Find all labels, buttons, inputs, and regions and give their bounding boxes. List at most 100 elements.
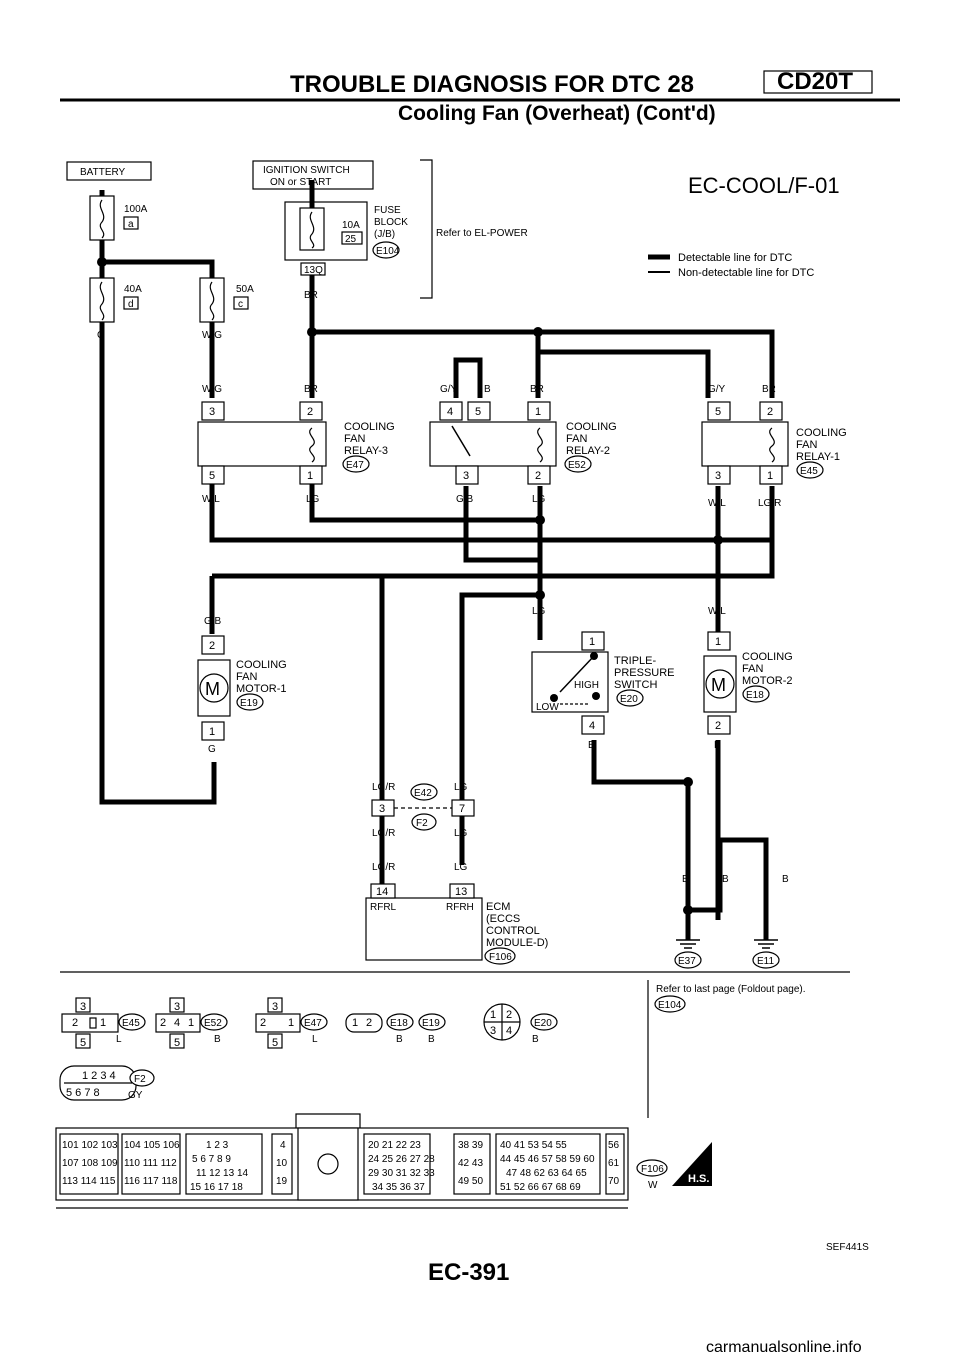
svg-text:3: 3 [80,1001,86,1013]
joint-conn-f2: F2 [416,818,428,829]
cooling-fan-relay-3: 3 2 5 1 COOLING FAN RELAY-3 E47 [197,401,395,485]
relay1-pin-5: 5 [715,406,721,418]
wire-lgr: LG/R [372,828,395,839]
wire-b: B [588,740,595,751]
fuse-symbol [309,211,315,249]
relay3-pin-1: 1 [307,470,313,482]
wire-b: B [722,874,729,885]
fuse-block-line2: BLOCK [374,217,408,228]
fuse-10a-label: 10A [342,220,360,231]
wire-lg: LG [454,782,468,793]
svg-text:51 52 66 67 68 69: 51 52 66 67 68 69 [500,1182,581,1193]
fusible-link-50a [199,277,225,323]
motor1-pin-2: 2 [209,640,215,652]
ground-e11: E11 [757,956,774,967]
ecm-pin-14: 14 [376,886,388,898]
fuse-symbol [99,199,105,239]
relay3-name-3: RELAY-3 [344,445,388,457]
connector-face-views: 2 3 5 1 E45 L 2 3 4 1 5 E52 B 2 3 5 1 E4… [59,984,806,1101]
wire-wl: W/L [202,494,220,505]
svg-text:20 21 22 23: 20 21 22 23 [368,1140,421,1151]
relay2-pin-4: 4 [447,406,453,418]
conn-view-e52-color: B [214,1034,221,1045]
svg-text:1 2 3 4: 1 2 3 4 [82,1070,116,1082]
svg-text:104 105 106: 104 105 106 [124,1140,180,1151]
conn-view-f106-color: W [648,1180,658,1191]
svg-text:M: M [711,675,726,695]
relay-coil [769,427,775,463]
switch-name-2: PRESSURE [614,667,675,679]
ecm: 14 13 RFRL RFRH ECM (ECCS CONTROL MODULE… [365,883,548,965]
wire-b: B [484,384,491,395]
conn-view-e19-color: B [428,1034,435,1045]
motor1-name-2: FAN [236,671,257,683]
fl-100a-id: a [128,219,134,230]
fl-100a-label: 100A [124,204,148,215]
page-header: TROUBLE DIAGNOSIS FOR DTC 28 CD20T Cooli… [60,68,900,198]
switch-arm [559,655,595,693]
svg-text:5 6 7 8 9: 5 6 7 8 9 [192,1154,231,1165]
switch-conn: E20 [620,694,638,705]
page-number: EC-391 [428,1259,509,1286]
refer-el-power: Refer to EL-POWER [436,228,528,239]
svg-text:24 25 26 27 28: 24 25 26 27 28 [368,1154,435,1165]
motor2-pin-2: 2 [715,720,721,732]
relay1-pin-3: 3 [715,470,721,482]
relay1-conn: E45 [800,466,818,477]
motor2-conn: E18 [746,690,764,701]
wire-lg: LG [306,494,320,505]
conn-view-e18: E18 [390,1018,408,1029]
svg-text:2: 2 [160,1017,166,1029]
ground-points: E37 E11 [674,939,780,969]
ground-e37: E37 [678,956,696,967]
svg-text:4: 4 [506,1025,512,1037]
switch-name-3: SWITCH [614,679,657,691]
diagram-code: EC-COOL/F-01 [688,173,840,198]
motor2-name-1: COOLING [742,651,793,663]
fuse-10a-no-box [341,231,363,245]
joint-pin-3: 3 [379,803,385,815]
svg-text:2: 2 [506,1009,512,1021]
wire-gb: G/B [456,494,474,505]
svg-text:3: 3 [272,1001,278,1013]
relay2-name-3: RELAY-2 [566,445,610,457]
svg-text:2: 2 [260,1017,266,1029]
relay3-name-1: COOLING [344,421,395,433]
fl-100a-id-box [123,216,139,230]
fusible-link-100a [89,195,115,241]
watermark: carmanualsonline.info [706,1339,862,1356]
joint-conn-e42: E42 [414,788,432,799]
ignition-line1: IGNITION SWITCH [263,165,350,176]
svg-text:5: 5 [174,1037,180,1049]
fuse-symbol [209,281,215,321]
relay1-name-1: COOLING [796,427,847,439]
conn-view-f2-color: GY [128,1090,143,1101]
motor2-pin-1: 1 [715,636,721,648]
relay2-pin-3: 3 [463,470,469,482]
svg-text:101 102 103: 101 102 103 [62,1140,118,1151]
fuse-10a [299,207,325,251]
relay3-pin-2: 2 [307,406,313,418]
svg-text:56: 56 [608,1140,620,1151]
conn-view-e18-color: B [396,1034,403,1045]
fl-50a-label: 50A [236,284,254,295]
relay1-pin-1: 1 [767,470,773,482]
svg-text:113 114 115: 113 114 115 [62,1176,116,1187]
relay2-pin-1: 1 [535,406,541,418]
svg-text:107 108 109: 107 108 109 [62,1158,118,1169]
motor2-name-3: MOTOR-2 [742,675,793,687]
wire-lg: LG [532,606,546,617]
fuse-symbol [99,281,105,321]
svg-text:44 45 46 57 58 59 60: 44 45 46 57 58 59 60 [500,1154,595,1165]
relay2-name-1: COOLING [566,421,617,433]
wire-color-labels: G W/G BR W/G BR G/Y B BR G/Y BR W/L LG G… [97,290,789,885]
wire-br: BR [304,384,318,395]
page-title: TROUBLE DIAGNOSIS FOR DTC 28 [290,71,694,98]
svg-text:4: 4 [174,1017,180,1029]
conn-view-e20: E20 [534,1018,552,1029]
svg-text:1: 1 [100,1017,106,1029]
svg-text:2: 2 [72,1017,78,1029]
wire-lg: LG [454,862,468,873]
relay1-name-3: RELAY-1 [796,451,840,463]
